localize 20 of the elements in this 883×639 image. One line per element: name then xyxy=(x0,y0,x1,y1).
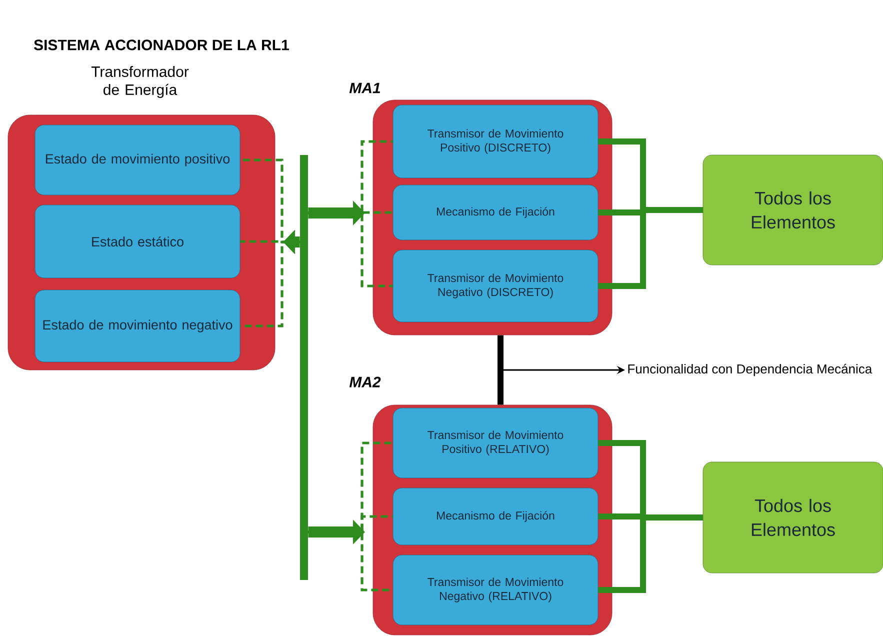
title: SISTEMA ACCIONADOR DE LA RL1 xyxy=(34,40,289,50)
process-box: Transmisor de Movimiento Positivo (RELATIVO) xyxy=(392,408,598,478)
target-box: Todos los Elementos xyxy=(702,462,883,574)
target-box: Todos los Elementos xyxy=(702,154,883,266)
node-label: MA1 xyxy=(349,82,380,94)
process-box: Mecanismo de Fijación xyxy=(392,184,598,240)
node-label: Transformador de Energía xyxy=(91,66,189,98)
connector xyxy=(498,335,504,405)
connector xyxy=(598,207,703,289)
annotation-text: Funcionalidad con Dependencia Mecánica xyxy=(628,364,872,376)
process-box: Transmisor de Movimiento Negativo (DISCRETO) xyxy=(392,250,598,322)
process-box: Estado de movimiento positivo xyxy=(34,124,240,196)
connector xyxy=(598,514,703,593)
process-box: Estado estático xyxy=(34,204,240,278)
process-box: Estado de movimiento negativo xyxy=(34,290,240,362)
bus-bar xyxy=(300,155,308,580)
process-box: Mecanismo de Fijación xyxy=(392,488,598,546)
process-box: Transmisor de Movimiento Positivo (DISCRETO) xyxy=(392,104,598,178)
process-box: Transmisor de Movimiento Negativo (RELATIVO) xyxy=(392,554,598,626)
node-label: MA2 xyxy=(349,376,381,388)
